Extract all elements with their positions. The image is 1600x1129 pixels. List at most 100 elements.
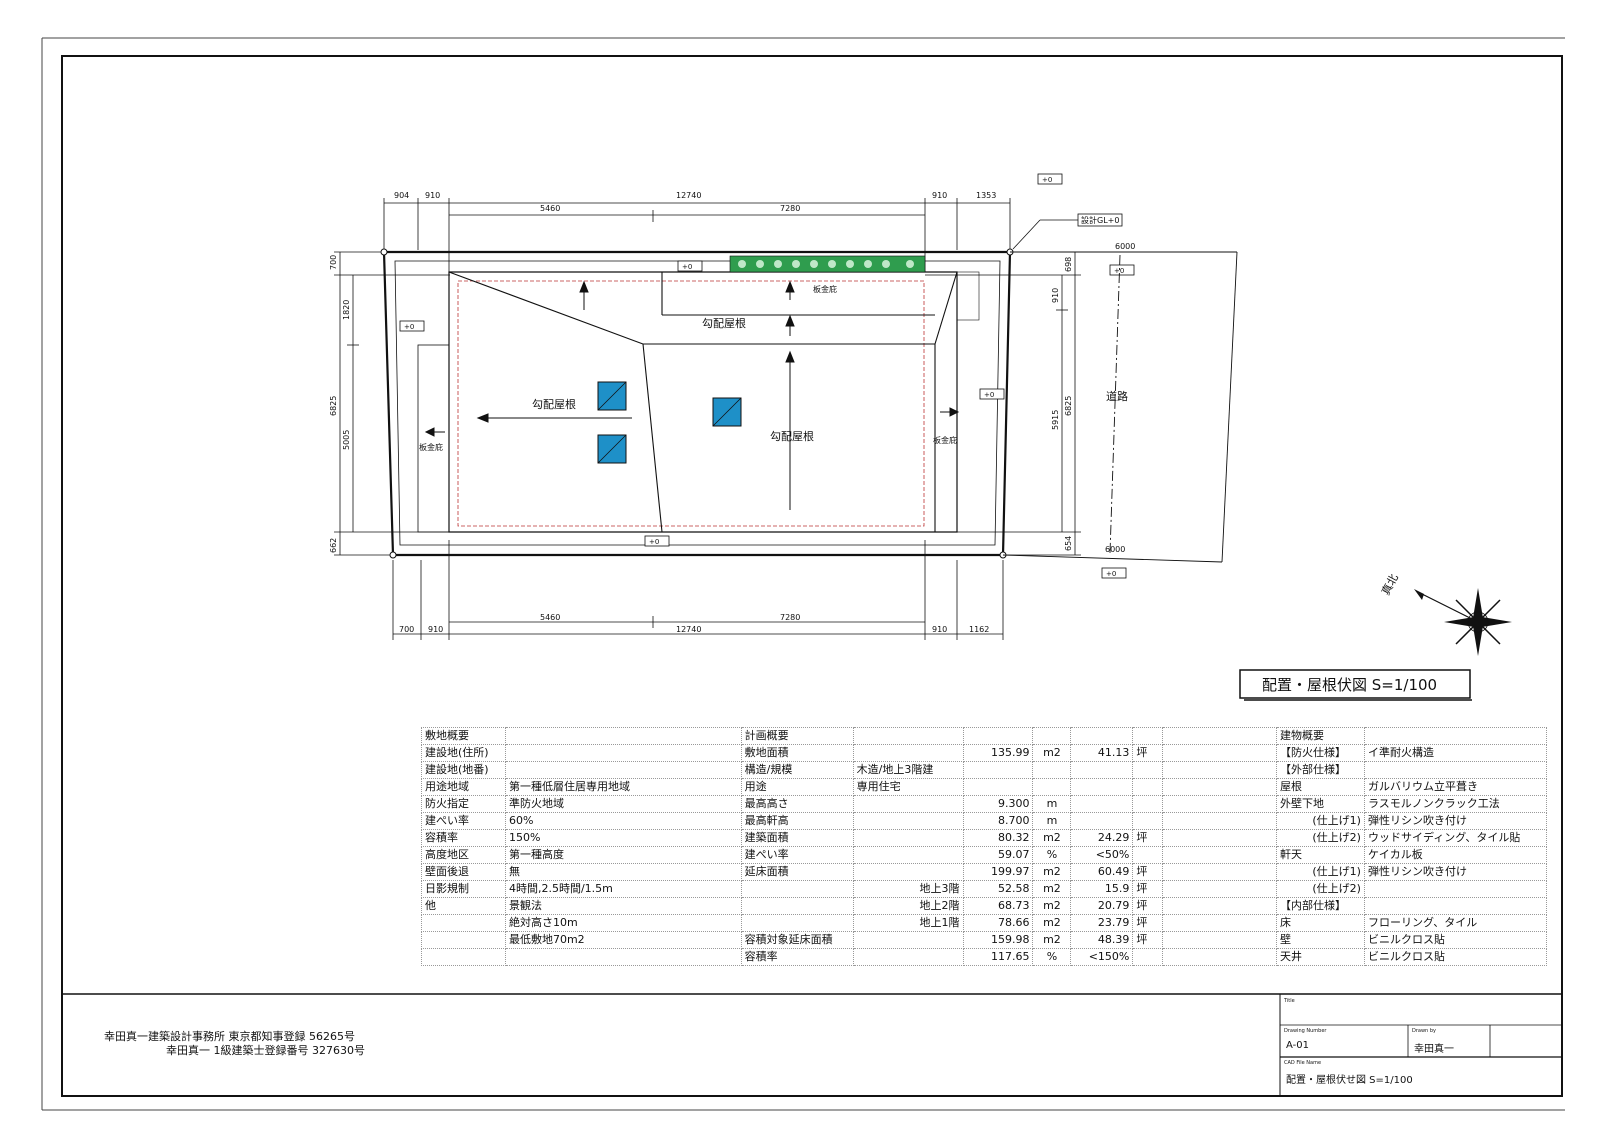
spec-cell: (仕上げ1): [1276, 812, 1365, 830]
spec-cell: [740, 914, 854, 932]
spec-cell: 日影規制: [421, 880, 506, 898]
spec-cell: m2: [1032, 914, 1072, 932]
label-slope-roof-center: 勾配屋根: [770, 429, 814, 443]
spec-cell: 建設地(地番): [421, 761, 506, 779]
spec-cell: 無: [504, 863, 742, 881]
spec-cell: 150%: [504, 829, 742, 847]
spec-cell: 弾性リシン吹き付け: [1363, 812, 1548, 830]
spec-cell: [962, 761, 1034, 779]
level-tag-4: +0: [984, 391, 994, 399]
cad-file-name: 配置・屋根伏せ図 S=1/100: [1286, 1075, 1413, 1086]
skylight-group: [597, 381, 742, 464]
dim-bottom-1162: 1162: [969, 625, 989, 634]
spec-cell: [852, 727, 964, 745]
spec-cell: 専用住宅: [852, 778, 964, 796]
spec-cell: [1070, 812, 1134, 830]
spec-cell: 天井: [1276, 948, 1365, 966]
label-sheet-eave-east: 板金庇: [933, 435, 957, 445]
spec-cell: [852, 744, 964, 762]
spec-cell: [421, 948, 506, 966]
spec-cell: 坪: [1132, 744, 1164, 762]
spec-cell: [740, 897, 854, 915]
road-label: 道路: [1106, 389, 1128, 403]
dim-top-910a: 910: [425, 191, 440, 200]
dim-right-698: 698: [1064, 257, 1073, 272]
spec-cell: [1162, 846, 1278, 864]
drawing-border: [61, 55, 1563, 1097]
level-tag-5: +0: [649, 538, 659, 546]
road: [1002, 251, 1238, 563]
spec-cell: [1162, 897, 1278, 915]
spec-cell: m2: [1032, 829, 1072, 847]
spec-cell: [1162, 727, 1278, 745]
spec-cell: 屋根: [1276, 778, 1365, 796]
spec-cell: 坪: [1132, 829, 1164, 847]
spec-cell: <150%: [1070, 948, 1134, 966]
spec-cell: [852, 795, 964, 813]
dim-top-7280: 7280: [780, 204, 800, 213]
spec-cell: 48.39: [1070, 931, 1134, 949]
spec-row: 敷地概要計画概要建物概要: [421, 727, 1548, 745]
spec-cell: 建物概要: [1276, 727, 1365, 745]
drawn-by-caption: Drawn by: [1412, 1028, 1436, 1034]
dim-top-904: 904: [394, 191, 409, 200]
spec-cell: [852, 812, 964, 830]
spec-cell: 構造/規模: [740, 761, 854, 779]
bottom-dimensions: [392, 540, 1004, 640]
drawing-title-box: [1239, 669, 1471, 699]
dim-right-654: 654: [1064, 536, 1073, 551]
spec-cell: [1363, 880, 1548, 898]
spec-cell: [1132, 795, 1164, 813]
spec-cell: [504, 744, 742, 762]
spec-cell: 建設地(住所): [421, 744, 506, 762]
level-tag-6: +0: [1114, 267, 1124, 275]
spec-cell: [1162, 829, 1278, 847]
spec-cell: [504, 761, 742, 779]
spec-cell: 199.97: [962, 863, 1034, 881]
spec-cell: 60%: [504, 812, 742, 830]
dim-top-1353: 1353: [976, 191, 996, 200]
spec-cell: 木造/地上3階建: [852, 761, 964, 779]
spec-cell: 延床面積: [740, 863, 854, 881]
spec-cell: 容積対象延床面積: [740, 931, 854, 949]
spec-cell: 敷地面積: [740, 744, 854, 762]
spec-cell: 78.66: [962, 914, 1034, 932]
dim-top-12740: 12740: [676, 191, 701, 200]
spec-cell: [852, 829, 964, 847]
spec-cell: 【外部仕様】: [1276, 761, 1365, 779]
label-slope-roof-north: 勾配屋根: [702, 316, 746, 330]
spec-cell: 地上1階: [852, 914, 964, 932]
spec-cell: [1363, 761, 1548, 779]
spec-cell: 建築面積: [740, 829, 854, 847]
spec-cell: [740, 880, 854, 898]
spec-cell: 容積率: [421, 829, 506, 847]
spec-cell: 坪: [1132, 931, 1164, 949]
spec-cell: ビニルクロス貼: [1363, 931, 1548, 949]
gl-tag-label: 設計GL+0: [1081, 215, 1119, 225]
spec-cell: [504, 727, 742, 745]
spec-cell: [1132, 948, 1164, 966]
spec-cell: 弾性リシン吹き付け: [1363, 863, 1548, 881]
spec-cell: [1070, 727, 1134, 745]
spec-cell: m2: [1032, 880, 1072, 898]
level-tag-7: +0: [1106, 570, 1116, 578]
spec-cell: 地上2階: [852, 897, 964, 915]
west-eave-box: [417, 344, 450, 533]
spec-cell: 用途地域: [421, 778, 506, 796]
gl-leader-diag: [1012, 219, 1041, 250]
spec-cell: [1363, 897, 1548, 915]
spec-cell: (仕上げ2): [1276, 880, 1365, 898]
spec-cell: 高度地区: [421, 846, 506, 864]
spec-cell: [504, 948, 742, 966]
spec-cell: 準防火地域: [504, 795, 742, 813]
spec-cell: [1032, 778, 1072, 796]
dim-bottom-7280: 7280: [780, 613, 800, 622]
drawing-title: 配置・屋根伏図 S=1/100: [1262, 676, 1437, 694]
spec-cell: 最低敷地70m2: [504, 931, 742, 949]
spec-cell: m2: [1032, 744, 1072, 762]
